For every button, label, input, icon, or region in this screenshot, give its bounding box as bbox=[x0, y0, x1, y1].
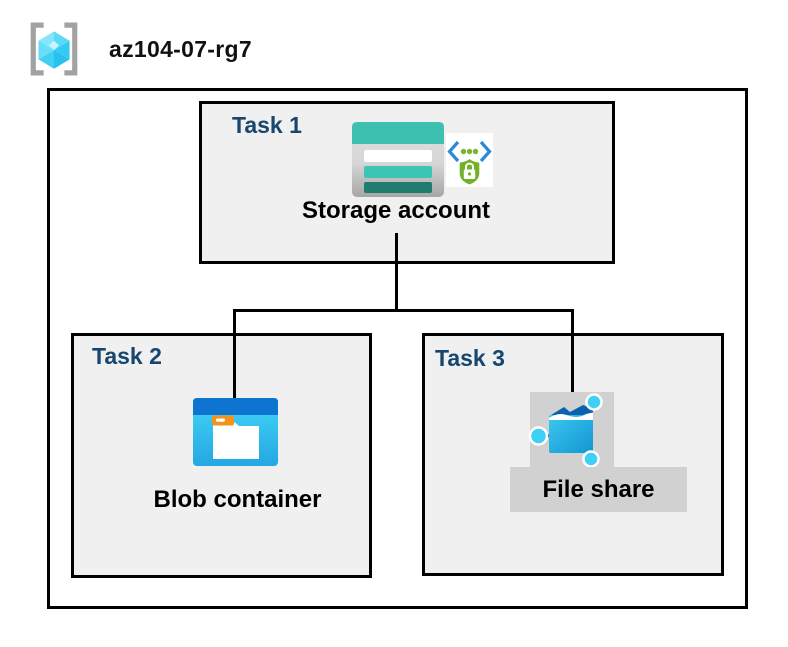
resource-group-icon bbox=[30, 22, 78, 76]
task2-label: Task 2 bbox=[92, 343, 162, 369]
task1-label: Task 1 bbox=[232, 112, 302, 138]
connector-horizontal bbox=[233, 309, 574, 312]
storage-account-label: Storage account bbox=[301, 197, 491, 224]
blob-container-icon bbox=[193, 398, 278, 466]
file-share-label-highlight: File share bbox=[510, 467, 687, 512]
connector-to-file-share bbox=[571, 309, 574, 394]
connector-storage-stem bbox=[395, 233, 398, 312]
task3-label: Task 3 bbox=[435, 345, 505, 371]
blob-container-label: Blob container bbox=[153, 486, 322, 513]
resource-group-title: az104-07-rg7 bbox=[109, 36, 252, 62]
storage-account-icon bbox=[352, 122, 444, 197]
file-share-label: File share bbox=[542, 476, 655, 503]
connector-to-blob-container bbox=[233, 309, 236, 401]
file-share-icon bbox=[528, 393, 603, 468]
code-shield-lock-icon bbox=[446, 133, 493, 187]
